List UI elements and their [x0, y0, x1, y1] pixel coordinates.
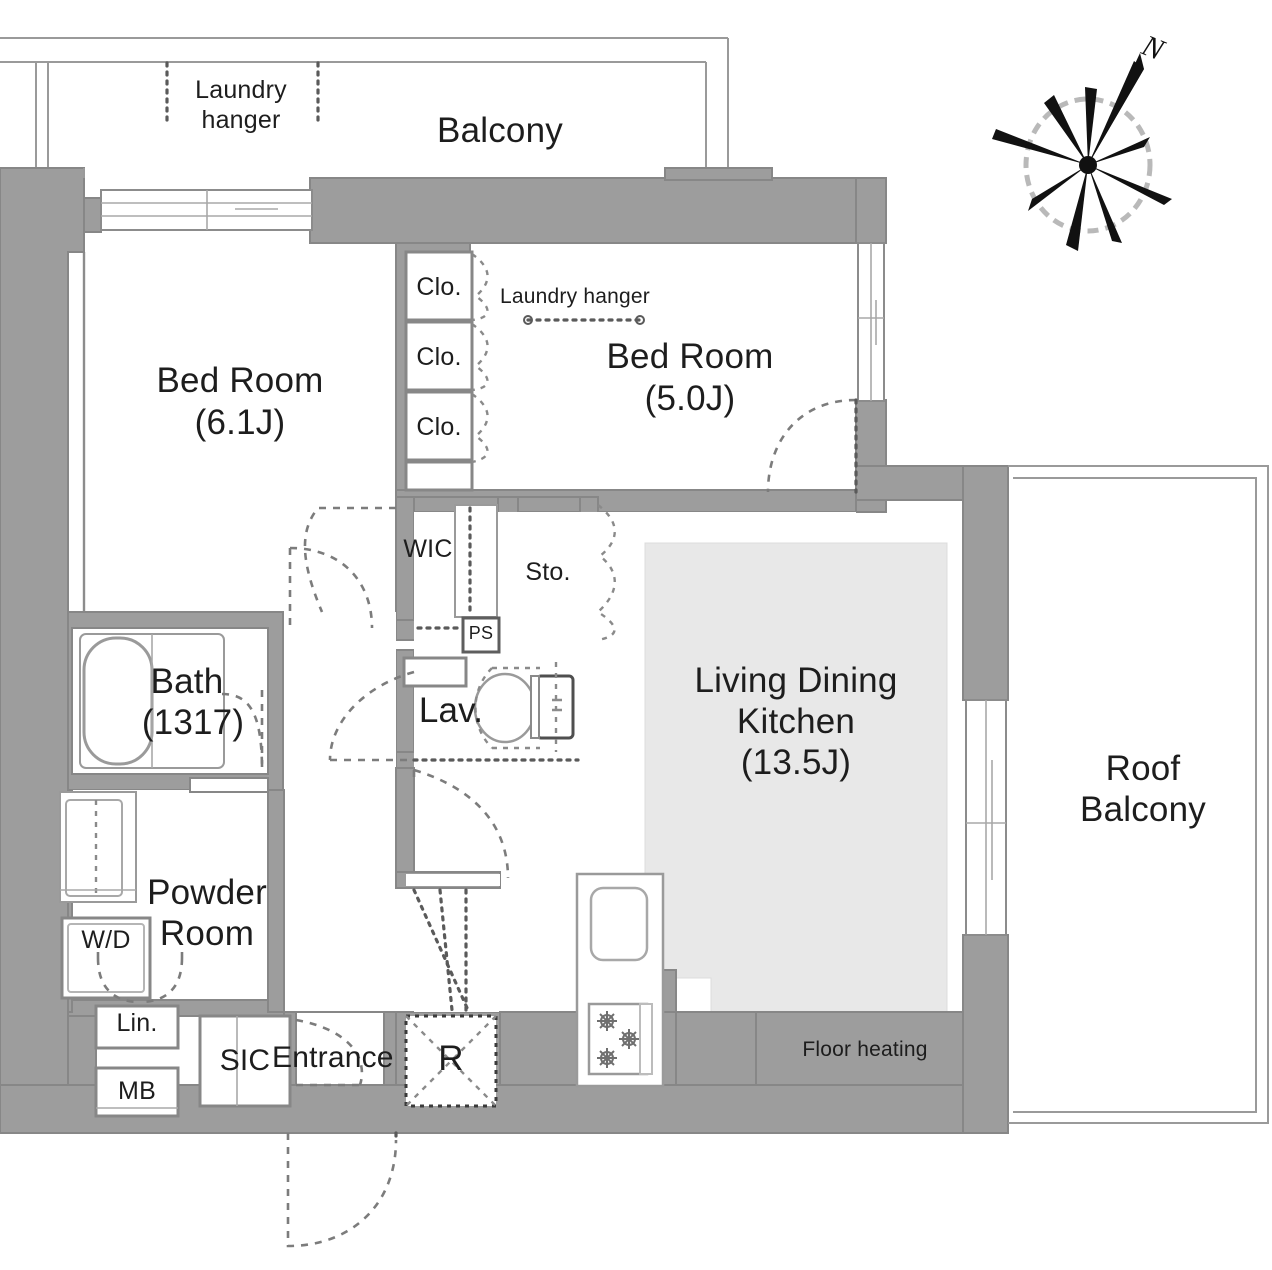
- closets-group: [404, 250, 489, 492]
- powder-room-fixtures: [59, 791, 184, 1118]
- refrigerator: [404, 1014, 498, 1108]
- corridor-door-swings: [406, 768, 510, 1012]
- bathtub: [79, 633, 225, 769]
- window-ldk-right: [965, 699, 1007, 936]
- window-bedroom-61: [100, 189, 313, 231]
- bedroom-50-door-swing: [766, 398, 858, 494]
- sic-closet: [198, 1014, 292, 1108]
- roof-balcony-rails: [1008, 465, 1269, 1124]
- entrance-door-swing: [286, 1018, 398, 1248]
- kitchen-counter: [575, 872, 665, 1088]
- bath-door-swing: [189, 690, 269, 793]
- balcony-rails: [0, 37, 729, 178]
- wic-sto-ps-internals: [288, 504, 616, 654]
- window-bedroom-50: [857, 242, 885, 402]
- laundry-hanger-balcony-marks: [165, 61, 320, 127]
- laundry-hanger-bedroom-marks: [523, 315, 645, 325]
- lavatory-fixtures: [328, 656, 580, 762]
- compass-rose: N: [992, 29, 1172, 251]
